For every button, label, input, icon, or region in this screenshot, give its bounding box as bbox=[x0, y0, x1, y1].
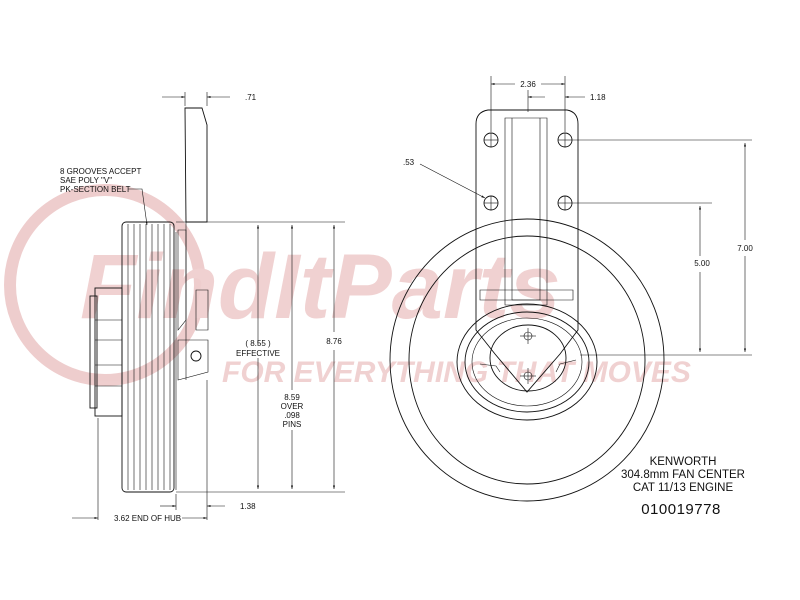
watermark-ring bbox=[4, 184, 206, 386]
bracket-front bbox=[475, 109, 579, 393]
dim-end-of-hub: 3.62 END OF HUB bbox=[114, 514, 181, 523]
dim-over-pins-value: 8.59 bbox=[284, 393, 300, 402]
dim-over-pins-over: OVER bbox=[281, 402, 304, 411]
dim-overall-height: 7.00 bbox=[737, 244, 753, 253]
hub bbox=[89, 287, 123, 417]
hub-outer bbox=[456, 303, 598, 421]
front-view: 2.36 1.18 .53 5.00 7.00 bbox=[389, 76, 753, 502]
note-grooves-line2: SAE POLY "V" bbox=[60, 176, 112, 185]
dim-top-width: .71 bbox=[245, 93, 257, 102]
dim-over-pins-label: PINS bbox=[283, 420, 302, 429]
note-grooves-line3: PK-SECTION BELT bbox=[60, 185, 131, 194]
side-view: .71 8 GROOVES ACCEPT SAE POLY "V" PK-SEC… bbox=[60, 92, 345, 523]
bracket-side bbox=[175, 107, 209, 490]
watermark: FindItParts FOR EVERYTHING THAT MOVES bbox=[4, 184, 691, 389]
title-line-3: CAT 11/13 ENGINE bbox=[633, 482, 734, 494]
dim-hole: .53 bbox=[403, 158, 415, 167]
dim-bracket-width: 2.36 bbox=[520, 80, 536, 89]
dim-effective-value: ( 8.55 ) bbox=[245, 339, 271, 348]
bolt-holes bbox=[483, 132, 573, 211]
dim-hub-offset: 1.38 bbox=[240, 502, 256, 511]
dim-outer: 8.76 bbox=[326, 337, 342, 346]
dim-effective-label: EFFECTIVE bbox=[236, 349, 280, 358]
hub-inner bbox=[464, 311, 590, 413]
part-number: 010019778 bbox=[641, 501, 721, 518]
title-block: KENWORTH 304.8mm FAN CENTER CAT 11/13 EN… bbox=[621, 456, 745, 518]
watermark-logo-text: FindItParts bbox=[80, 236, 560, 338]
dim-over-pins-size: .098 bbox=[284, 411, 300, 420]
pulley-outer bbox=[389, 218, 665, 502]
title-line-2: 304.8mm FAN CENTER bbox=[621, 469, 745, 481]
dim-hole-spacing: 5.00 bbox=[694, 259, 710, 268]
watermark-tagline: FOR EVERYTHING THAT MOVES bbox=[222, 356, 691, 389]
note-grooves-line1: 8 GROOVES ACCEPT bbox=[60, 167, 141, 176]
pulley-groove-ring bbox=[408, 235, 646, 485]
dim-bracket-offset: 1.18 bbox=[590, 93, 606, 102]
pulley-grooves bbox=[121, 221, 175, 493]
title-line-1: KENWORTH bbox=[650, 456, 717, 468]
